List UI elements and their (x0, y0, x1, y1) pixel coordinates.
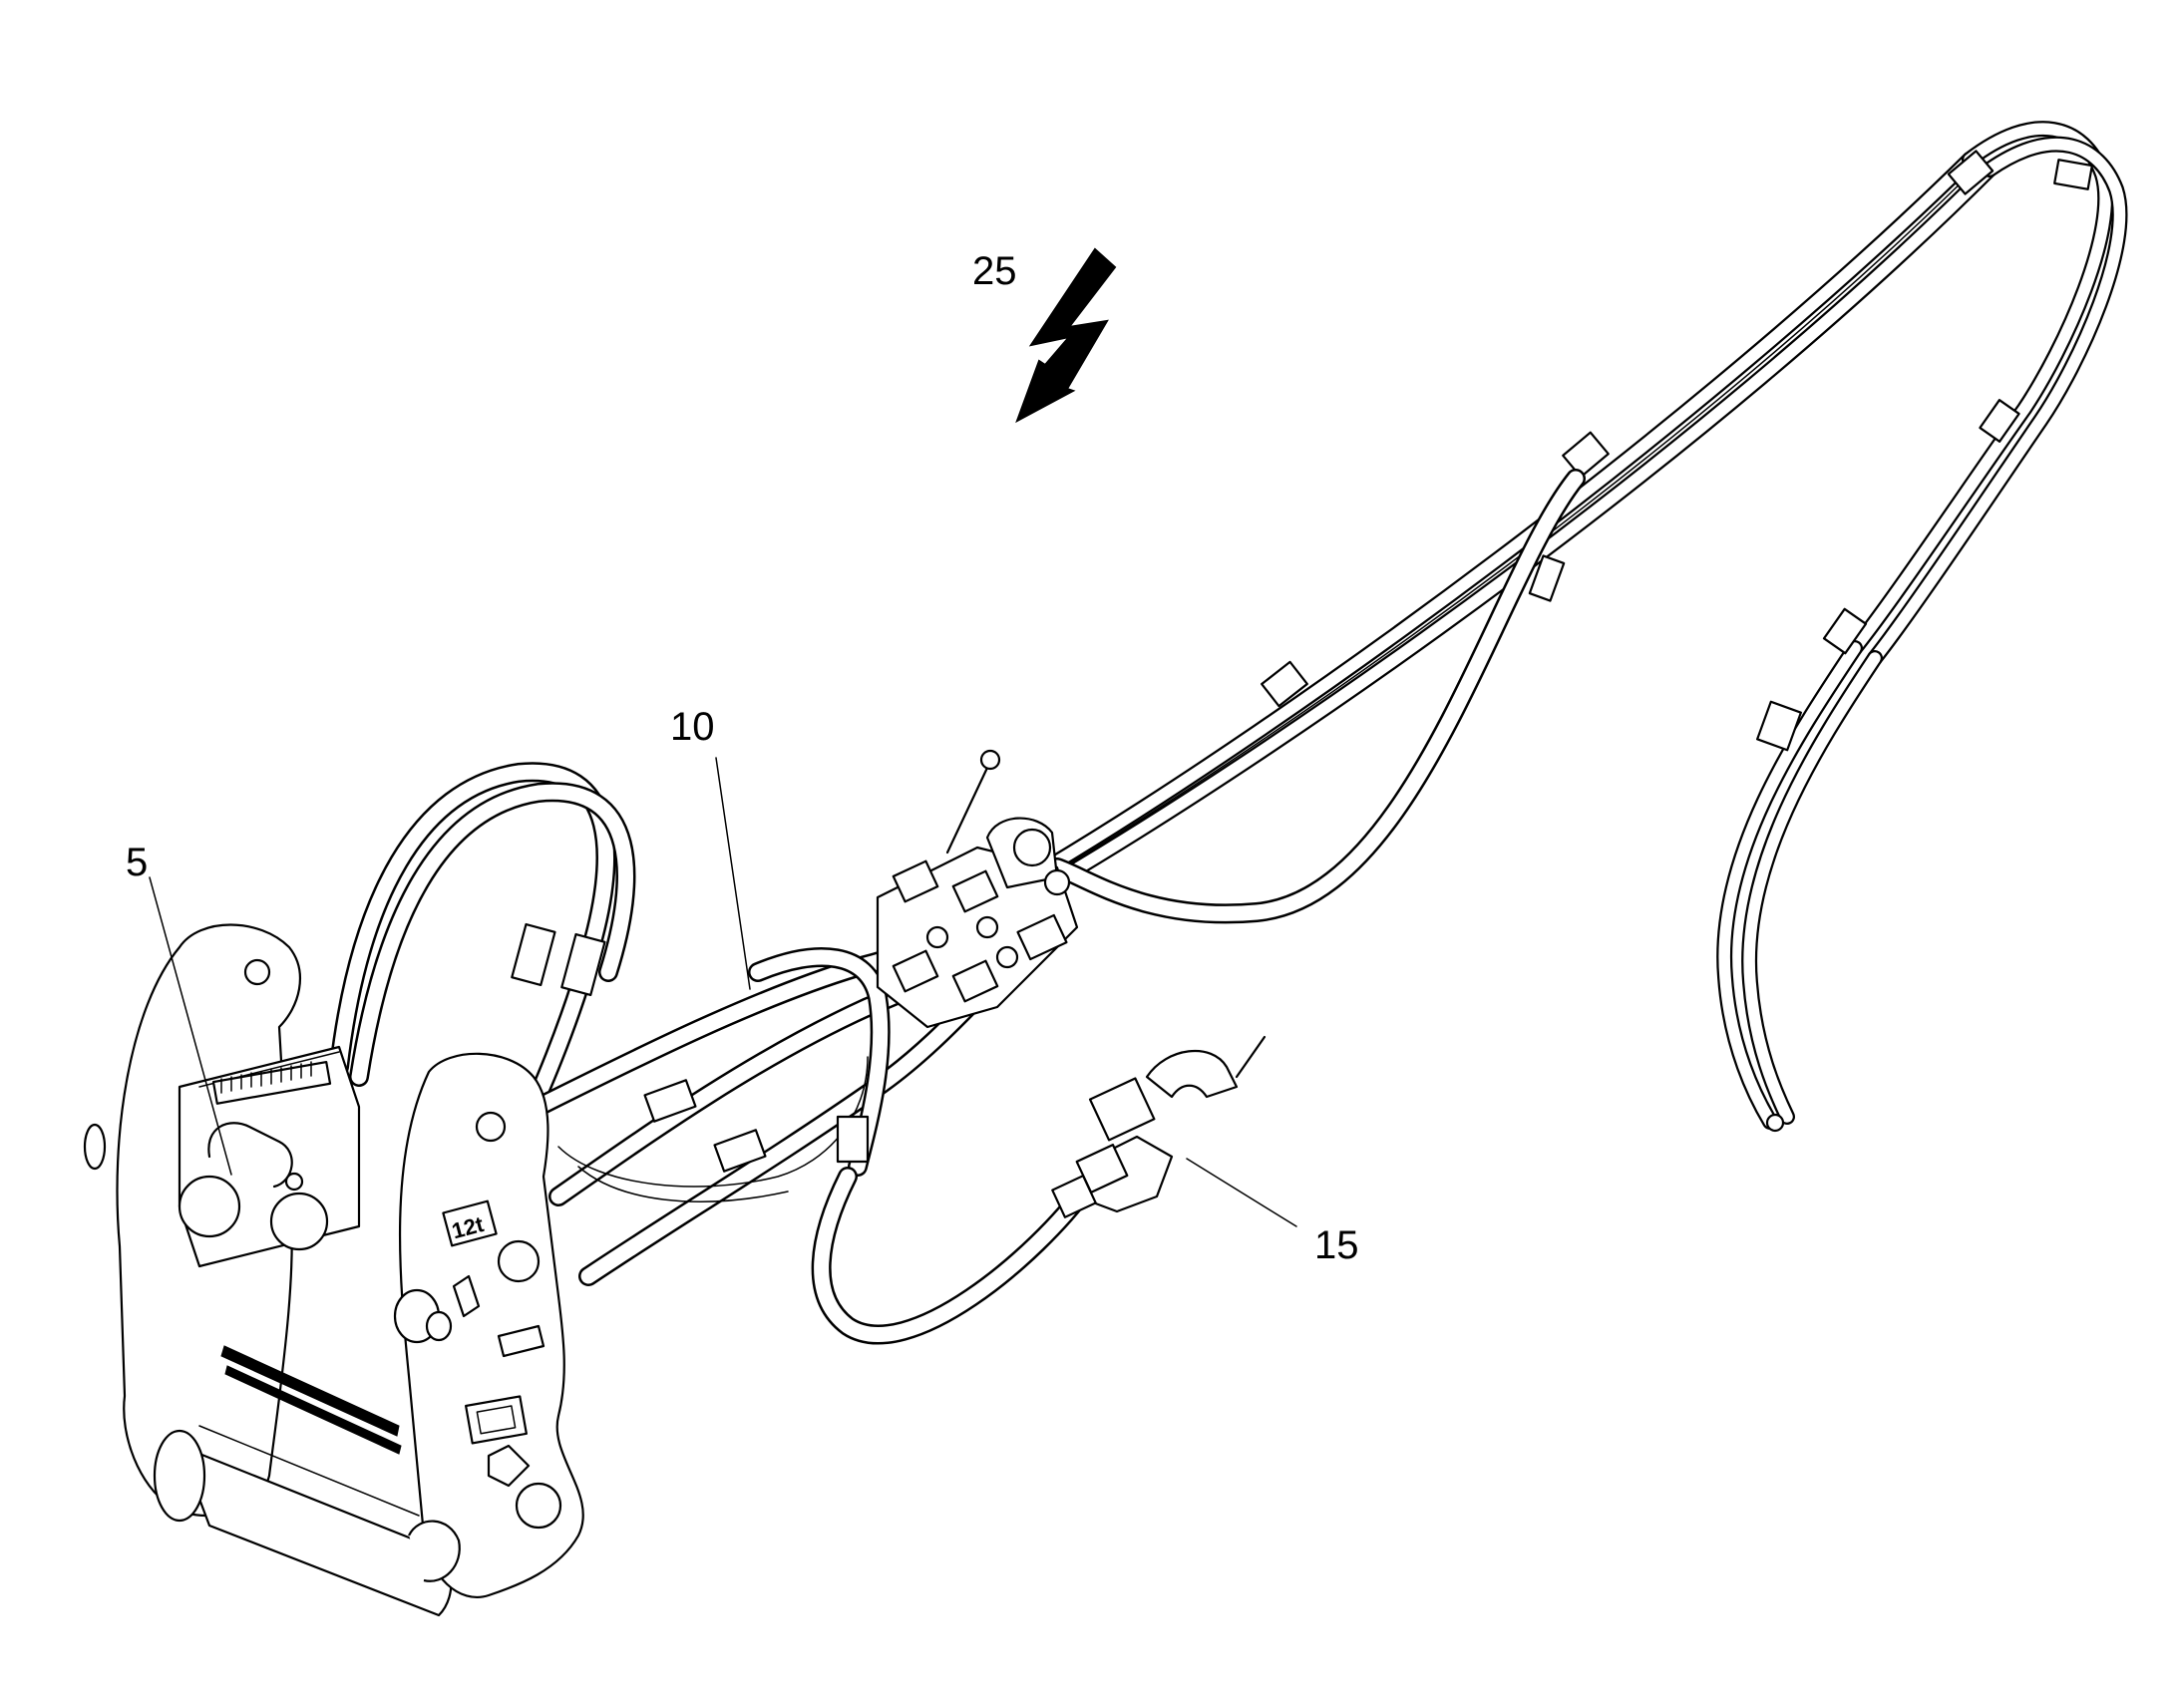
ref-numeral-10: 10 (670, 705, 715, 749)
ref-numeral-25: 25 (972, 249, 1017, 293)
leader-line-10 (715, 757, 751, 990)
hose-clamps-upper (1261, 150, 2093, 1133)
connector-comb (211, 1060, 332, 1105)
upper-hose-bundle (1039, 121, 2128, 1130)
ref-numeral-5: 5 (126, 841, 148, 884)
lightning-bolt-arrow-icon (1015, 247, 1117, 424)
capacity-plate: 12t (442, 1199, 498, 1247)
ref-numeral-15: 15 (1314, 1223, 1359, 1267)
leader-line-5 (149, 876, 232, 1176)
rear-loop-hoses (329, 762, 636, 1137)
leader-lines (149, 757, 1297, 1227)
leader-line-15 (1186, 1158, 1297, 1227)
quick-coupler-frame: 12t (83, 923, 584, 1617)
coupler-block (876, 749, 1079, 1029)
return-hose (1047, 469, 1586, 924)
hose-fitting (1051, 1035, 1267, 1218)
hose-clamps-bundle (511, 922, 870, 1173)
